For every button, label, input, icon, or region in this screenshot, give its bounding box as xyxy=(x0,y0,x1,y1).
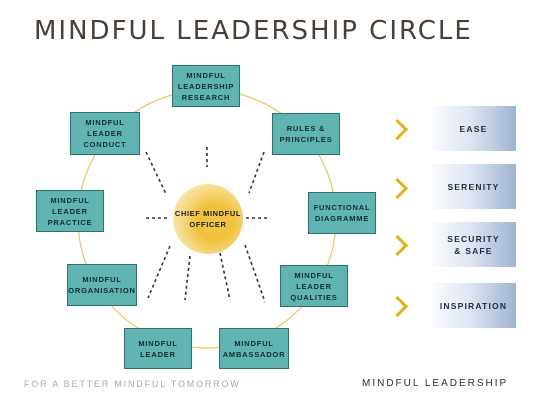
ray-lines xyxy=(145,147,268,303)
ray-line xyxy=(219,252,231,301)
node-functional-diagramme: FUNCTIONAL DIAGRAMME xyxy=(308,192,376,234)
ray-line xyxy=(248,151,265,194)
node-mindful-leader: MINDFUL LEADER xyxy=(124,328,192,369)
node-mindful-ambassador: MINDFUL AMBASSADOR xyxy=(219,328,289,369)
footer-tagline: FOR A BETTER MINDFUL TOMORROW xyxy=(24,379,241,389)
node-mindful-leader-conduct: MINDFUL LEADER CONDUCT xyxy=(70,112,140,155)
ray-line xyxy=(244,244,266,303)
node-mindful-leadership-research: MINDFUL LEADERSHIP RESEARCH xyxy=(172,65,240,107)
ray-line xyxy=(184,255,191,301)
ray-line xyxy=(147,245,171,299)
page-title: MINDFUL LEADERSHIP CIRCLE xyxy=(34,16,473,46)
node-mindful-leader-qualities: MINDFUL LEADER QUALITIES xyxy=(280,265,348,307)
chief-mindful-officer-node: CHIEF MINDFUL OFFICER xyxy=(173,184,243,254)
quality-serenity: SERENITY xyxy=(431,164,516,209)
node-mindful-leader-practice: MINDFUL LEADER PRACTICE xyxy=(36,190,104,232)
node-mindful-organisation: MINDFUL ORGANISATION xyxy=(67,264,137,306)
quality-inspiration: INSPIRATION xyxy=(431,283,516,328)
footer-brand: MINDFUL LEADERSHIP xyxy=(362,378,509,389)
ray-line xyxy=(145,151,167,195)
node-rules-principles: RULES & PRINCIPLES xyxy=(272,113,340,155)
quality-ease: EASE xyxy=(431,106,516,151)
quality-security-safe: SECURITY & SAFE xyxy=(431,222,516,267)
